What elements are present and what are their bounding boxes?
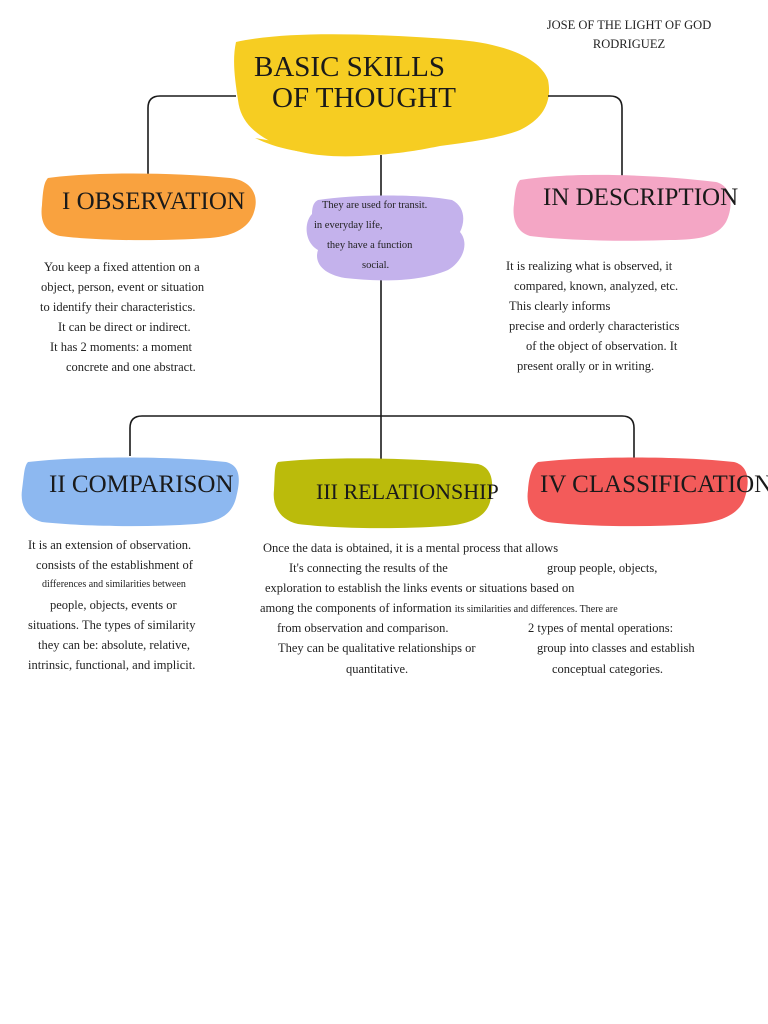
center-note-line-1: They are used for transit. — [322, 200, 428, 211]
description-line-1: It is realizing what is observed, it — [506, 259, 673, 273]
observation-text: You keep a fixed attention on a object, … — [26, 257, 204, 377]
observation-heading: I OBSERVATION — [62, 188, 245, 215]
description-line-3: This clearly informs — [509, 299, 611, 313]
center-note-bubble — [306, 195, 465, 281]
comparison-text: It is an extension of observation. consi… — [26, 535, 195, 675]
observation-line-5: It has 2 moments: a moment — [50, 340, 192, 354]
observation-line-3: to identify their characteristics. — [40, 300, 196, 314]
classification-line-4: conceptual categories. — [552, 662, 664, 676]
page-title: BASIC SKILLS OF THOUGHT — [254, 52, 456, 114]
relationship-line-6: They can be qualitative relationships or — [278, 641, 476, 655]
title-line-1: BASIC SKILLS — [254, 51, 445, 83]
relationship-line-1: Once the data is obtained, it is a menta… — [263, 541, 559, 555]
comparison-line-6: they can be: absolute, relative, — [38, 638, 191, 652]
connector-title-observation — [147, 95, 236, 178]
observation-line-1: You keep a fixed attention on a — [44, 260, 200, 274]
author-line-2: RODRIGUEZ — [592, 37, 666, 51]
classification-line-3: group into classes and establish — [537, 641, 695, 655]
relationship-line-5: from observation and comparison. — [277, 621, 449, 635]
comparison-line-7: intrinsic, functional, and implicit. — [28, 658, 196, 672]
center-note-line-2: in everyday life, — [314, 220, 383, 231]
connector-title-description — [548, 95, 623, 178]
relationship-heading: III RELATIONSHIP — [316, 479, 499, 504]
observation-line-6: concrete and one abstract. — [66, 360, 196, 374]
relationship-line-2: It's connecting the results of the — [289, 561, 448, 575]
connector-branch-bar — [129, 415, 635, 458]
description-line-6: present orally or in writing. — [517, 359, 655, 373]
relationship-line-3: exploration to establish the links event… — [265, 581, 575, 595]
comparison-brush — [21, 457, 239, 527]
relationship-brush — [273, 458, 493, 529]
comparison-line-3: differences and similarities between — [42, 579, 186, 590]
description-line-2: compared, known, analyzed, etc. — [514, 279, 679, 293]
comparison-line-5: situations. The types of similarity — [28, 618, 196, 632]
observation-line-4: It can be direct or indirect. — [58, 320, 191, 334]
center-note-line-4: social. — [362, 260, 390, 271]
classification-line-2: 2 types of mental operations: — [528, 621, 674, 635]
center-note: They are used for transit. in everyday l… — [306, 196, 427, 276]
classification-line-1: group people, objects, — [547, 561, 658, 575]
description-text: It is realizing what is observed, it com… — [506, 256, 679, 376]
comparison-line-4: people, objects, events or — [50, 598, 177, 612]
relationship-line-4a: among the components of information — [260, 601, 452, 615]
observation-line-2: object, person, event or situation — [41, 280, 205, 294]
center-note-line-3: they have a function — [327, 240, 413, 251]
author-line-1: JOSE OF THE LIGHT OF GOD — [546, 18, 712, 32]
classification-brush — [527, 457, 748, 527]
relationship-line-4: among the components of information its … — [260, 598, 618, 620]
comparison-line-2: consists of the establishment of — [36, 558, 193, 572]
title-brush — [234, 34, 550, 157]
description-line-5: of the object of observation. It — [526, 339, 678, 353]
description-line-4: precise and orderly characteristics — [509, 319, 680, 333]
observation-brush — [41, 173, 256, 241]
title-line-2: OF THOUGHT — [272, 82, 456, 114]
comparison-heading: II COMPARISON — [49, 471, 234, 498]
comparison-line-1: It is an extension of observation. — [28, 538, 192, 552]
relationship-line-4b: its similarities and differences. There … — [454, 604, 618, 615]
author-name: JOSE OF THE LIGHT OF GOD RODRIGUEZ — [541, 16, 717, 54]
relationship-line-7: quantitative. — [346, 662, 409, 676]
description-heading: IN DESCRIPTION — [543, 184, 739, 211]
description-brush — [513, 174, 731, 241]
classification-heading: IV CLASSIFICATION — [540, 471, 768, 498]
